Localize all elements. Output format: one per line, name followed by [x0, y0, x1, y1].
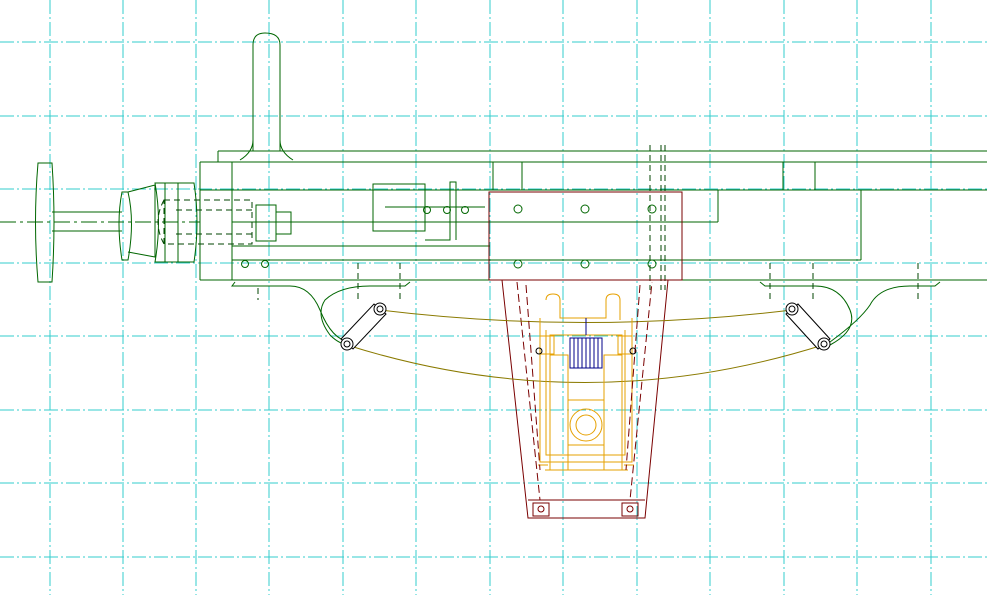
hidden-lines — [157, 145, 919, 300]
frame-rivets — [241, 204, 657, 269]
spring-hanger-links — [340, 302, 831, 351]
buffer-icon — [0, 162, 200, 283]
axlebox-icon — [538, 293, 634, 471]
axlebox-centre-lines — [525, 284, 641, 471]
bracket-icon — [488, 191, 683, 519]
axlebox-pins — [535, 347, 637, 355]
hornguide-icon — [569, 318, 603, 369]
